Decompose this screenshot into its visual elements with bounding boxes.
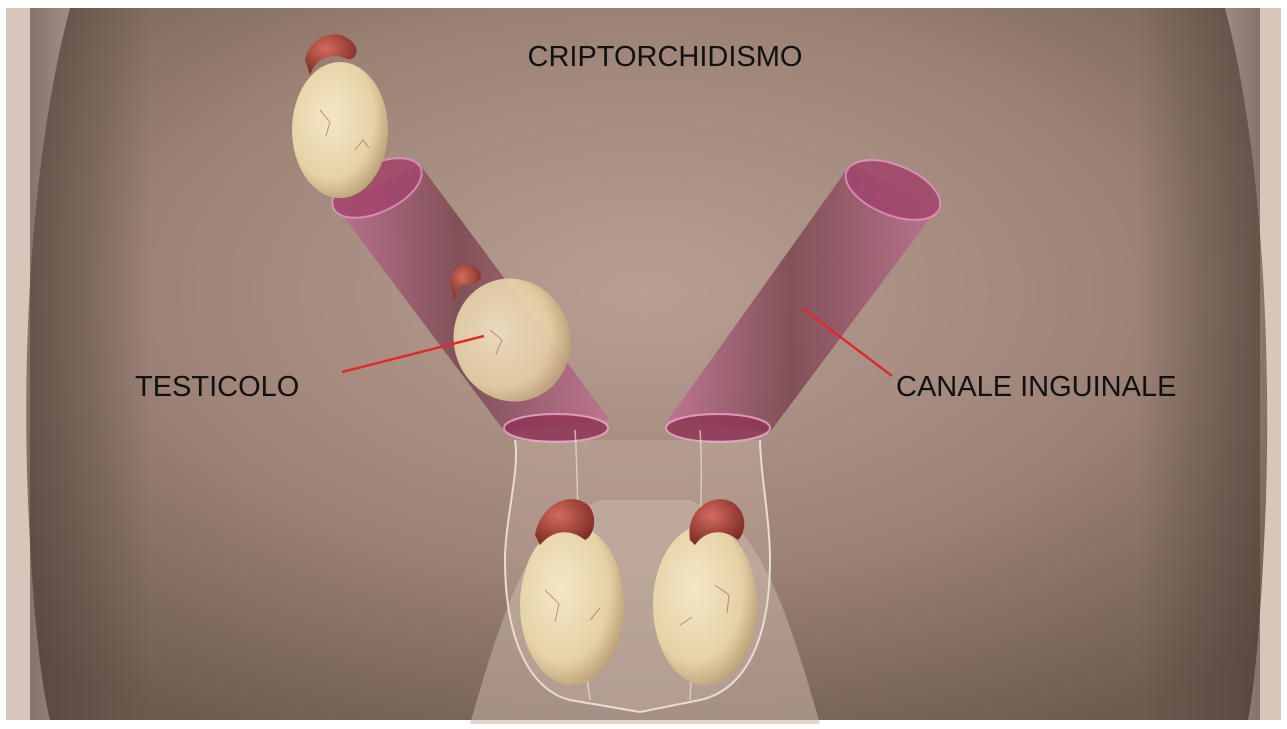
left-body-shadow	[30, 8, 150, 720]
testis-label: TESTICOLO	[135, 371, 299, 403]
inguinal-canal-label: CANALE INGUINALE	[896, 371, 1176, 403]
right-body-shadow	[1140, 8, 1260, 720]
diagram-title: CRIPTORCHIDISMO	[528, 41, 803, 73]
